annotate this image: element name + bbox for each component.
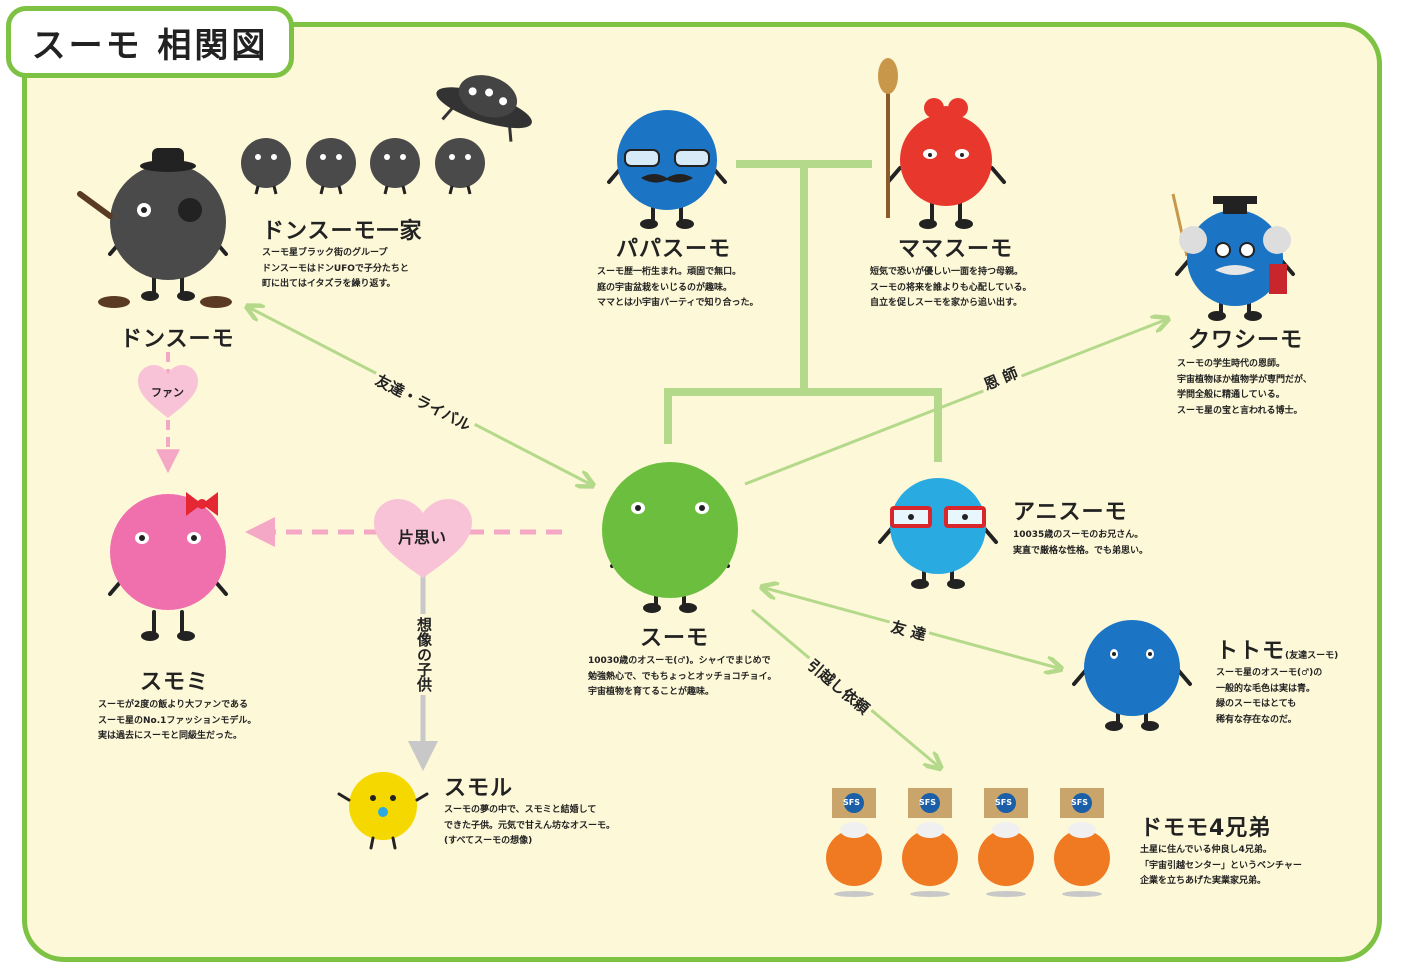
papa-suumo-name: パパスーモ: [616, 237, 732, 262]
papa-suumo-description: スーモ歴一桁生まれ。頑固で無口。 庭の宇宙盆栽をいじるのが趣味。 ママとは小宇宙…: [597, 267, 759, 308]
sumoru-icon: [337, 772, 429, 850]
totomo-name: トトモ(友達スーモ): [1216, 633, 1338, 665]
relation-label-fan: ファン: [151, 386, 184, 399]
domomo-name: ドモモ4兄弟: [1140, 816, 1272, 841]
one-sided-heart-icon: [374, 499, 472, 578]
sumoru-description: スーモの夢の中で、スモミと結婚して できた子供。元気で甘えん坊なオスーモ。 (す…: [444, 805, 616, 846]
don-family-name: ドンスーモ一家: [262, 219, 423, 244]
ufo-icon: [436, 75, 532, 142]
totomo-name-text: トトモ: [1216, 639, 1286, 664]
fan-heart-icon: [138, 365, 198, 418]
totomo-description: スーモ星のオスーモ(♂)の 一般的な毛色は実は青。 緑のスーモはとても 稀有な存…: [1216, 668, 1323, 725]
mama-suumo-description: 短気で恐いが優しい一面を持つ母親。 スーモの将来を誰よりも心配している。 自立を…: [870, 267, 1032, 308]
family-tree-lines: [664, 160, 942, 462]
mama-suumo-name: ママスーモ: [898, 237, 1014, 262]
kuwashi-description: スーモの学生時代の恩師。 宇宙植物ほか植物学が専門だが、 学問全般に精通している…: [1177, 359, 1312, 416]
suumo-description: 10030歳のオスーモ(♂)。シャイでまじめで 勉強熱心で、でもちょっとオッチョ…: [588, 656, 777, 697]
mentor-arrow: [744, 320, 1165, 486]
relation-label-one-sided: 片思い: [398, 528, 447, 547]
suumo-name: スーモ: [640, 626, 710, 651]
box-label: SFS: [919, 798, 936, 807]
totomo-icon: [1072, 620, 1192, 733]
relation-label-imagined-child: 想像の子供: [414, 614, 435, 695]
sumoru-name: スモル: [444, 776, 514, 801]
kuwashi-name: クワシーモ: [1188, 328, 1304, 353]
ani-suumo-name: アニスーモ: [1013, 500, 1128, 525]
don-suumo-icon: [77, 148, 232, 308]
sumomi-description: スーモが2度の飯より大ファンである スーモ星のNo.1ファッションモデル。 実は…: [98, 700, 257, 741]
domomo-description: 土星に住んでいる仲良し4兄弟。 「宇宙引越センター」というベンチャー 企業を立ち…: [1140, 845, 1302, 886]
kuwashi-icon: [1171, 193, 1295, 323]
domomo-brothers-icon: SFS: [826, 0, 1110, 897]
sumomi-icon: [108, 492, 228, 643]
totomo-name-note: (友達スーモ): [1285, 651, 1339, 661]
sumomi-name: スモミ: [140, 670, 210, 695]
box-label: SFS: [1071, 798, 1088, 807]
mama-suumo-icon: [878, 58, 1006, 231]
ani-suumo-description: 10035歳のスーモのお兄さん。 実直で厳格な性格。でも弟思い。: [1013, 530, 1149, 556]
suumo-icon: [602, 462, 738, 615]
papa-suumo-icon: [607, 110, 727, 231]
don-family-members-icon: [241, 138, 485, 195]
box-label: SFS: [847, 0, 862, 2]
page-title: スーモ 相関図: [6, 6, 294, 78]
box-label: SFS: [843, 798, 860, 807]
box-label: SFS: [995, 798, 1012, 807]
don-suumo-name: ドンスーモ: [120, 327, 235, 352]
don-family-description: スーモ星ブラック街のグループ ドンスーモはドンUFOで子分たちと 町に出てはイタ…: [262, 248, 409, 289]
ani-suumo-icon: [878, 478, 998, 591]
